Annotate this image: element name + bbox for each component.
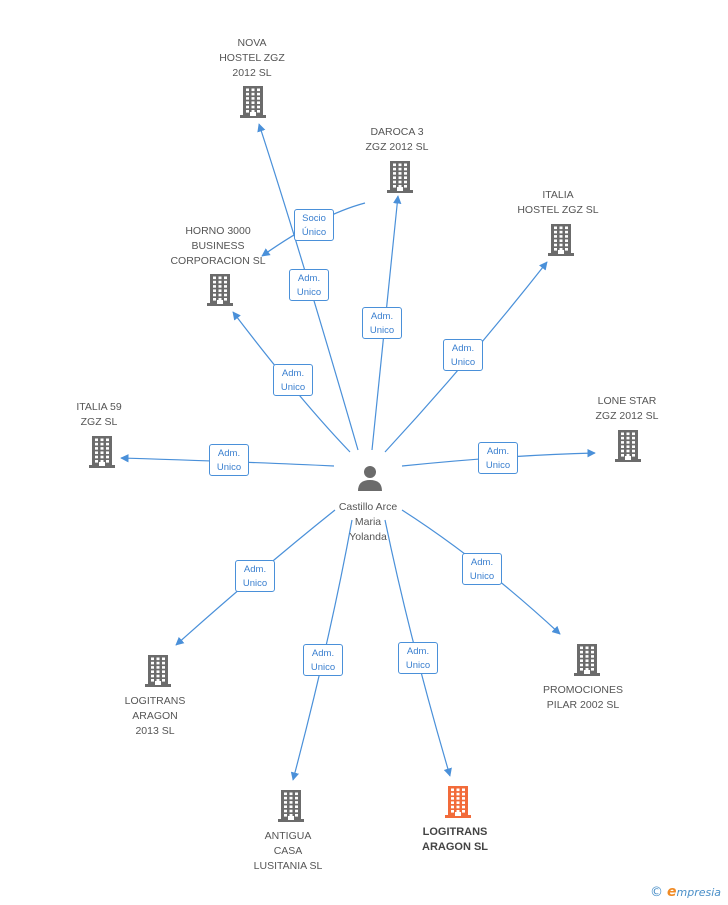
label-line: ITALIA	[542, 189, 574, 201]
person-icon	[358, 466, 382, 491]
brand-e-letter: e	[667, 884, 677, 900]
company-label-lone-star[interactable]: LONE STAR ZGZ 2012 SL	[595, 394, 658, 424]
empresia-logo: © empresia	[650, 884, 721, 900]
label-line: ITALIA 59	[76, 401, 122, 413]
relation-badge-promociones-pilar[interactable]: Adm. Unico	[462, 553, 502, 585]
label-line: LOGITRANS	[422, 826, 488, 838]
relation-label-line: Único	[301, 227, 327, 238]
company-label-logitrans-2013[interactable]: LOGITRANS ARAGON 2013 SL	[125, 694, 186, 739]
relation-label-line: Socio	[302, 213, 326, 224]
copyright-symbol: ©	[650, 885, 663, 900]
label-line: CASA	[273, 845, 303, 857]
company-label-italia-hostel[interactable]: ITALIA HOSTEL ZGZ SL	[517, 188, 598, 218]
label-line: ZGZ 2012 SL	[595, 410, 659, 422]
label-line: LOGITRANS	[124, 695, 186, 707]
relation-label-line: Adm.	[370, 311, 394, 322]
building-icon	[615, 430, 641, 462]
label-line: BUSINESS	[191, 240, 245, 252]
label-line: ANTIGUA	[264, 830, 312, 842]
building-icon	[89, 436, 115, 468]
company-label-antigua-casa[interactable]: ANTIGUA CASA LUSITANIA SL	[254, 829, 323, 874]
label-line: ARAGON SL	[422, 841, 488, 853]
label-line: HOSTEL ZGZ SL	[517, 204, 599, 216]
relation-badge-logitrans-2013[interactable]: Adm. Unico	[235, 560, 275, 592]
label-line: CORPORACION SL	[170, 255, 266, 267]
building-icon	[387, 161, 413, 193]
label-line: NOVA	[237, 37, 267, 49]
label-line: Castillo Arce	[338, 501, 398, 513]
relation-label-line: Unico	[280, 382, 306, 393]
building-icon	[207, 274, 233, 306]
relation-label-line: Unico	[469, 571, 495, 582]
relation-label-line: Unico	[450, 357, 476, 368]
label-line: DAROCA 3	[370, 126, 424, 138]
relation-label-line: Adm.	[311, 648, 335, 659]
label-line: 2012 SL	[232, 67, 272, 79]
relation-badge-italia-59[interactable]: Adm. Unico	[209, 444, 249, 476]
relation-label-line: Adm.	[217, 448, 241, 459]
label-line: 2013 SL	[135, 725, 175, 737]
label-line: HORNO 3000	[185, 225, 251, 237]
relation-badge-logitrans-aragon[interactable]: Adm. Unico	[398, 642, 438, 674]
label-line: HOSTEL ZGZ	[219, 52, 285, 64]
relation-label-line: Adm.	[297, 273, 321, 284]
relation-label-line: Unico	[485, 460, 511, 471]
company-label-nova-hostel[interactable]: NOVA HOSTEL ZGZ 2012 SL	[219, 36, 285, 81]
relation-label-line: Unico	[242, 578, 268, 589]
relation-badge-daroca-3[interactable]: Adm. Unico	[362, 307, 402, 339]
relation-label-line: Unico	[369, 325, 395, 336]
relation-label-line: Adm.	[243, 564, 267, 575]
label-line: ZGZ SL	[80, 416, 118, 428]
relation-badge-horno-3000[interactable]: Adm. Unico	[273, 364, 313, 396]
brand-name: mpresia	[676, 886, 722, 899]
relation-label-line: Unico	[296, 287, 322, 298]
label-line: Maria	[354, 516, 382, 528]
company-label-promociones-pilar[interactable]: PROMOCIONES PILAR 2002 SL	[543, 683, 623, 713]
company-label-daroca-3[interactable]: DAROCA 3 ZGZ 2012 SL	[365, 125, 428, 155]
label-line: ZGZ 2012 SL	[365, 141, 429, 153]
label-line: PILAR 2002 SL	[546, 699, 620, 711]
building-icon	[145, 655, 171, 687]
label-line: Yolanda	[349, 531, 387, 543]
label-line: PROMOCIONES	[543, 684, 623, 696]
edge-to-nova-hostel	[257, 123, 359, 451]
company-label-italia-59[interactable]: ITALIA 59 ZGZ SL	[76, 400, 121, 430]
label-line: LUSITANIA SL	[253, 860, 323, 872]
relation-badge-lone-star[interactable]: Adm. Unico	[478, 442, 518, 474]
relation-label-line: Unico	[405, 660, 431, 671]
building-icon	[240, 86, 266, 118]
building-icon	[445, 786, 471, 818]
relation-label-line: Unico	[216, 462, 242, 473]
relation-badge-nova-hostel[interactable]: Adm. Unico	[289, 269, 329, 301]
building-icon	[278, 790, 304, 822]
relation-label-line: Adm.	[470, 557, 494, 568]
relation-label-line: Adm.	[406, 646, 430, 657]
label-line: ARAGON	[132, 710, 178, 722]
label-line: LONE STAR	[597, 395, 657, 407]
relation-label-line: Adm.	[451, 343, 475, 354]
relation-badge-italia-hostel[interactable]: Adm. Unico	[443, 339, 483, 371]
building-icon	[574, 644, 600, 676]
relation-label-line: Adm.	[486, 446, 510, 457]
relation-badge-antigua-casa[interactable]: Adm. Unico	[303, 644, 343, 676]
relation-label-line: Adm.	[281, 368, 305, 379]
relation-label-line: Unico	[310, 662, 336, 673]
building-icon	[548, 224, 574, 256]
company-label-logitrans-aragon[interactable]: LOGITRANS ARAGON SL	[422, 825, 488, 855]
